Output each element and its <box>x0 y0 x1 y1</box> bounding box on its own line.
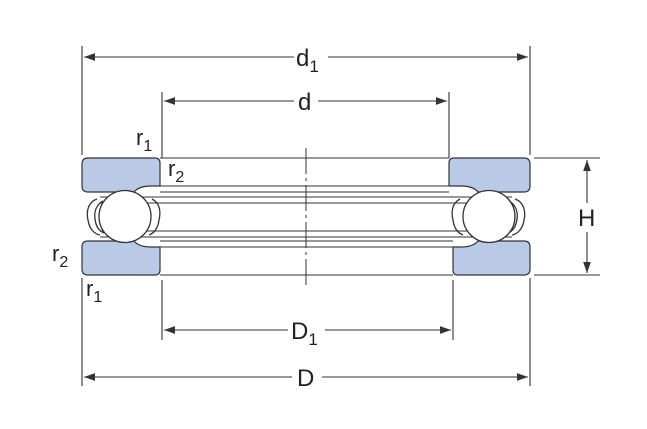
bearing-cross-section <box>81 157 531 276</box>
top-left-washer <box>81 157 161 193</box>
label-H: H <box>578 205 595 232</box>
top-right-washer <box>448 157 531 193</box>
ball-right <box>462 189 516 244</box>
label-D: D <box>297 365 314 392</box>
label-r1-bottom-sub: 1 <box>93 289 102 306</box>
cage-clip-left <box>86 198 105 236</box>
label-r2-left-sub: 2 <box>59 254 68 271</box>
label-r2-left-base: r <box>52 241 59 266</box>
bottom-right-washer <box>452 240 531 276</box>
label-D1-base: D <box>291 318 308 345</box>
label-d-base: d <box>298 89 311 116</box>
label-r1-top: r1 <box>136 125 152 155</box>
bottom-left-washer <box>81 240 161 276</box>
ball-left <box>98 189 152 244</box>
label-D-base: D <box>297 365 314 392</box>
label-d1-sub: 1 <box>309 57 318 76</box>
label-D1: D1 <box>291 318 318 349</box>
label-r2-top: r2 <box>168 156 184 186</box>
cage-clip-right <box>507 198 526 236</box>
label-r2-top-sub: 2 <box>175 169 184 186</box>
cage-clip-right-inner <box>451 198 464 236</box>
label-d: d <box>298 89 311 116</box>
label-d1-base: d <box>296 45 309 72</box>
label-r2-top-base: r <box>168 156 175 181</box>
dimension-lines <box>84 53 591 381</box>
label-H-base: H <box>578 205 595 232</box>
dimension-labels: d1 d H D1 D r1 r2 r2 r1 <box>52 45 595 392</box>
cage-clip-left-inner <box>148 198 161 236</box>
label-r1-bottom-base: r <box>86 276 93 301</box>
extension-lines <box>81 46 600 386</box>
label-r2-left: r2 <box>52 241 68 271</box>
label-r1-top-sub: 1 <box>143 138 152 155</box>
label-D1-sub: 1 <box>308 330 317 349</box>
label-r1-top-base: r <box>136 125 143 150</box>
label-r1-bottom: r1 <box>86 276 102 306</box>
label-d1: d1 <box>296 45 319 76</box>
